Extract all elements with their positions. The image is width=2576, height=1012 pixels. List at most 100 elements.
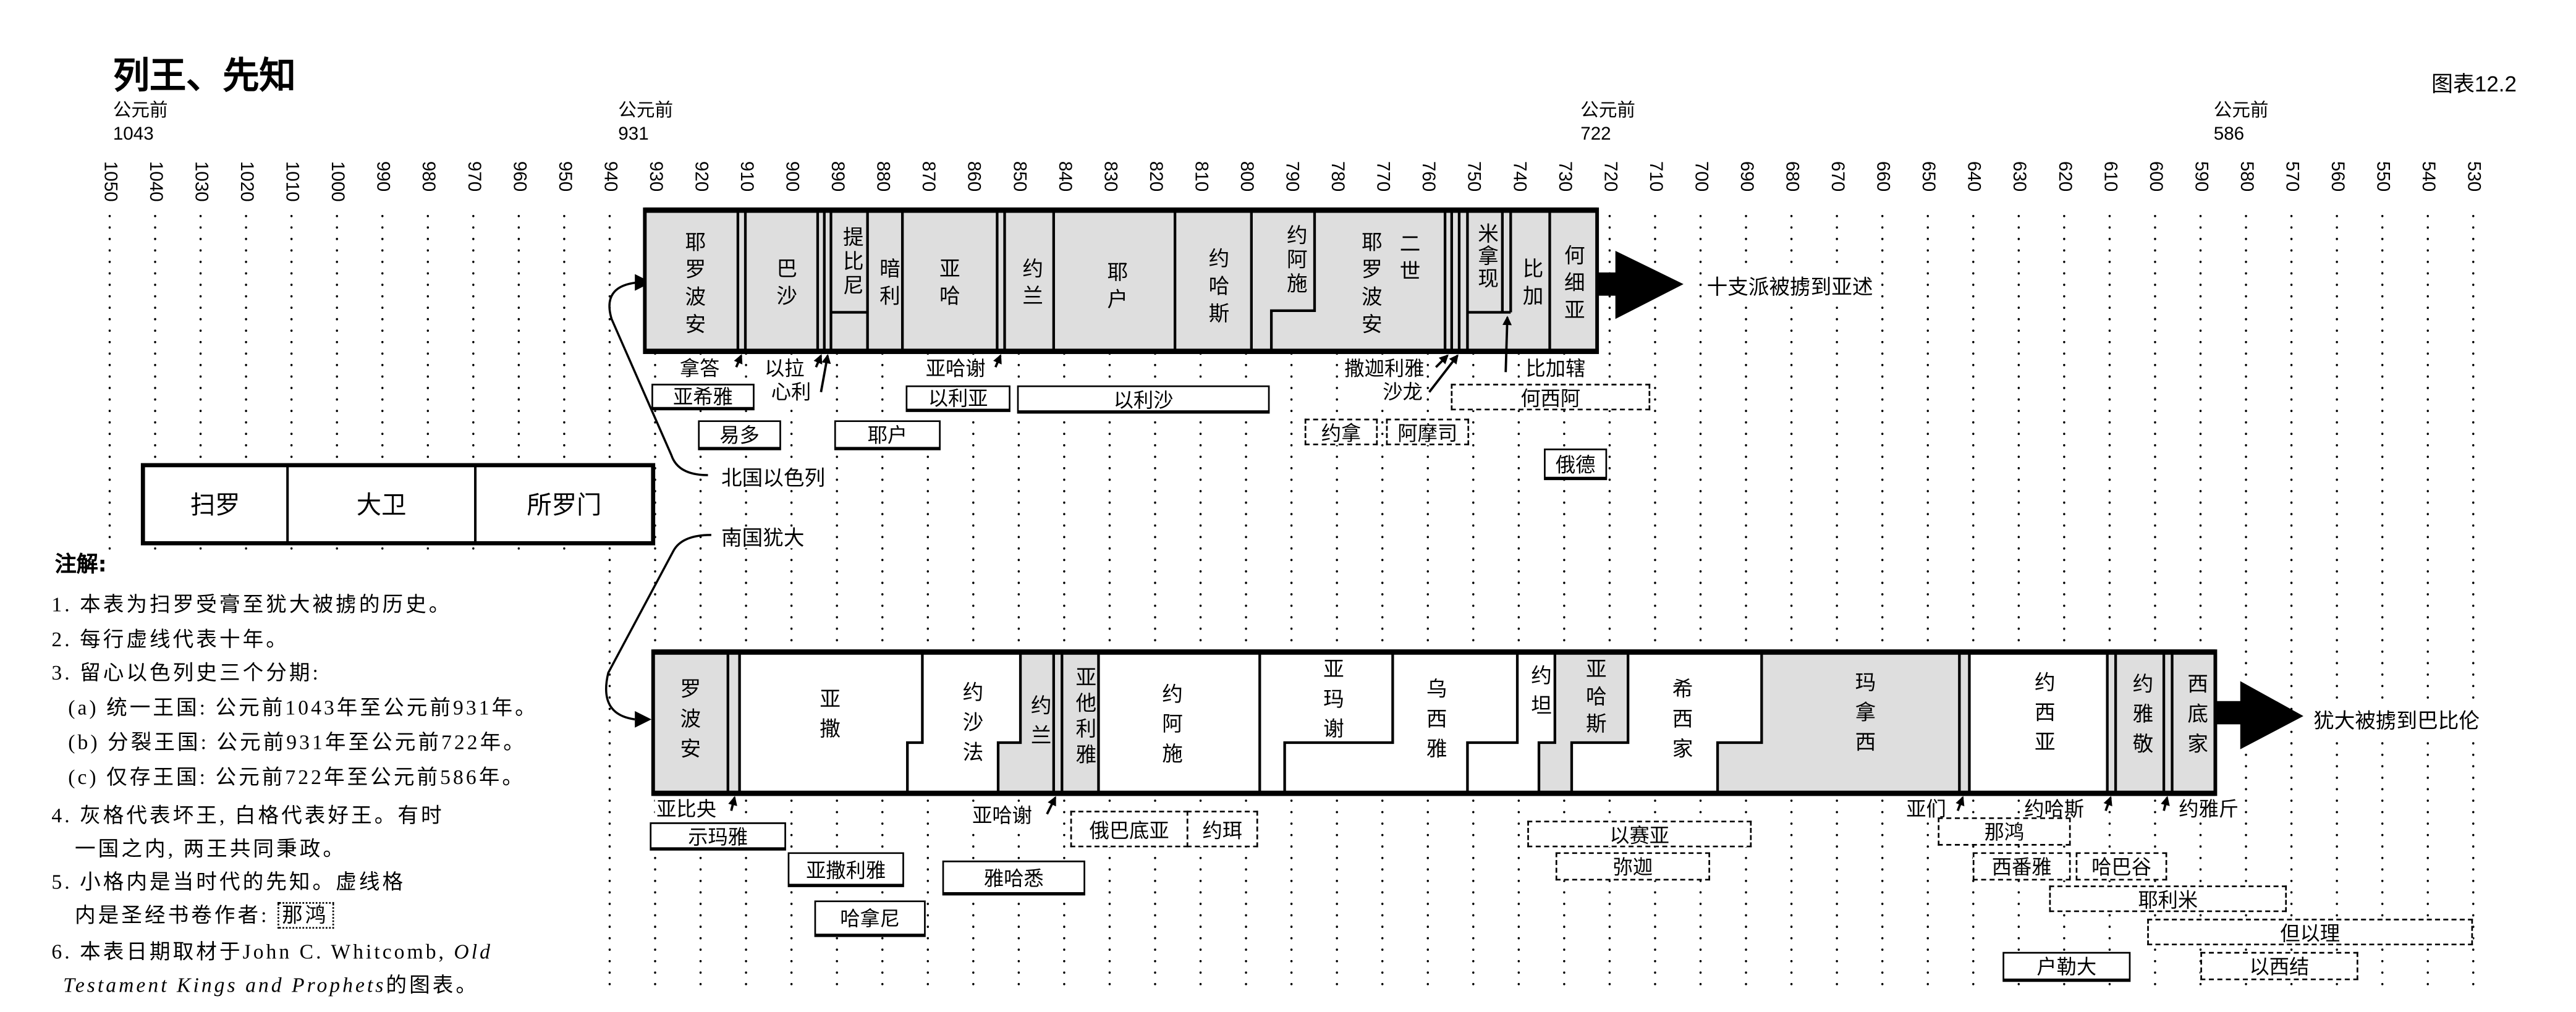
prophet-author-box: 弥迦 — [1555, 852, 1710, 881]
minor-king-jehoiachin: 约雅斤 — [2177, 798, 2240, 821]
note-3a: (a) 统一王国: 公元前1043年至公元前931年。 — [68, 696, 538, 720]
era-year: 1043 — [112, 124, 154, 145]
year-tick-label: 540 — [2418, 161, 2438, 192]
year-tick-label: 890 — [827, 161, 847, 192]
year-tick-label: 570 — [2281, 161, 2302, 192]
minor-king-nadab: 拿答 — [678, 358, 722, 381]
note-5-text: 内是圣经书卷作者: — [75, 903, 269, 927]
pointer-arrow-icon — [734, 354, 743, 368]
year-tick-label: 600 — [2145, 161, 2166, 192]
minor-king-shallum: 沙龙 — [1381, 381, 1425, 404]
note-6-text: 6. 本表日期取材于John C. Whitcomb, — [51, 940, 454, 964]
south-exile-label: 犹大被掳到巴比伦 — [2310, 702, 2483, 735]
north-king: 比加 — [1519, 257, 1544, 313]
prophet-box: 亚希雅 — [651, 384, 755, 411]
south-king: 希西家 — [1668, 678, 1694, 768]
south-king: 亚他利雅 — [1072, 666, 1097, 770]
prophet-box: 户勒大 — [2002, 951, 2131, 982]
north-king: 米拿现 — [1474, 222, 1499, 290]
prophet-author-box: 哈巴谷 — [2075, 852, 2167, 881]
north-king: 耶罗波安 — [681, 230, 706, 341]
note-1: 1. 本表为扫罗受膏至犹大被掳的历史。 — [51, 592, 452, 617]
pointer-arrow-icon — [1955, 796, 1965, 811]
pointer-arrow-icon — [1434, 354, 1449, 368]
era-label: 公元前 — [2213, 101, 2269, 122]
book-title: Old — [454, 940, 493, 964]
year-tick-label: 820 — [1145, 161, 1166, 192]
north-king: 何细亚 — [1560, 244, 1586, 327]
era-label: 公元前 — [112, 101, 168, 122]
year-tick-label: 1040 — [145, 161, 166, 202]
note-4-cont: 一国之内, 两王共同秉政。 — [75, 837, 347, 861]
year-tick-label: 750 — [1463, 161, 1483, 192]
king-david: 大卫 — [356, 490, 407, 520]
pointer-arrow-icon — [1428, 354, 1459, 393]
south-kingdom-box — [651, 649, 2218, 796]
year-tick-label: 720 — [1599, 161, 1620, 192]
south-connector-line — [605, 534, 711, 721]
north-king: 提比尼 — [839, 226, 865, 298]
south-exile-arrow-icon — [2215, 681, 2303, 749]
prophet-author-box: 阿摩司 — [1386, 418, 1470, 445]
minor-king-ahaziah: 亚哈谢 — [924, 358, 988, 381]
note-6-suffix: 的图表。 — [386, 973, 480, 997]
prophet-author-box: 以赛亚 — [1527, 820, 1752, 848]
year-tick-label: 1020 — [235, 161, 256, 202]
pointer-arrow-icon — [728, 796, 737, 811]
year-tick-label: 710 — [1645, 161, 1666, 192]
year-tick-label: 530 — [2463, 161, 2483, 192]
pointer-arrow-icon — [2161, 796, 2170, 811]
year-tick-label: 740 — [1509, 161, 1529, 192]
year-tick-label: 930 — [645, 161, 666, 192]
north-king: 亚哈 — [935, 257, 961, 313]
prophet-author-box: 但以理 — [2147, 919, 2473, 946]
north-king-suffix: 二世 — [1396, 232, 1421, 288]
south-king: 亚哈斯 — [1582, 657, 1608, 740]
year-tick-label: 790 — [1281, 161, 1302, 192]
era-label: 公元前 — [1580, 101, 1635, 122]
year-tick-label: 660 — [1872, 161, 1892, 192]
minor-king-ahaziah: 亚哈谢 — [970, 805, 1034, 828]
north-exile-arrow-icon — [1597, 251, 1684, 319]
north-king: 暗利 — [876, 257, 901, 313]
year-tick-label: 760 — [1418, 161, 1438, 192]
pointer-arrow-icon — [813, 354, 823, 368]
year-tick-label: 550 — [2372, 161, 2392, 192]
dotted-box-example: 那鸿 — [277, 902, 334, 929]
year-tick-label: 960 — [509, 161, 529, 192]
era-year: 586 — [2213, 124, 2245, 145]
prophet-author-box: 西番雅 — [1972, 852, 2071, 881]
minor-king-elah: 以拉 — [763, 358, 807, 381]
north-king: 约兰 — [1019, 257, 1044, 313]
south-king: 乌西雅 — [1422, 678, 1448, 768]
minor-king-pekahiah: 比加辖 — [1523, 358, 1588, 381]
north-king: 约阿施 — [1282, 224, 1308, 297]
notes-heading: 注解: — [54, 553, 107, 578]
note-6-cont: Testament Kings and Prophets的图表。 — [63, 967, 479, 998]
prophet-box: 哈拿尼 — [814, 900, 926, 937]
north-king: 约哈斯 — [1205, 247, 1230, 330]
pointer-arrow-icon — [1502, 316, 1512, 373]
year-tick-label: 680 — [1781, 161, 1802, 192]
prophet-box: 以利亚 — [905, 385, 1010, 412]
south-king: 约雅敬 — [2129, 673, 2154, 763]
prophet-author-box: 以西结 — [2200, 951, 2358, 980]
book-title: Testament Kings and Prophets — [63, 973, 386, 997]
year-tick-label: 590 — [2190, 161, 2211, 192]
era-year: 722 — [1580, 124, 1611, 145]
era-label: 公元前 — [618, 101, 674, 122]
year-tick-label: 770 — [1372, 161, 1392, 192]
year-tick-label: 1000 — [327, 161, 347, 202]
era-year: 931 — [618, 124, 649, 145]
north-king: 巴沙 — [773, 257, 798, 313]
year-tick-label: 1010 — [281, 161, 302, 202]
south-king: 亚撒 — [816, 688, 841, 748]
minor-king-zimri: 心利 — [769, 381, 813, 404]
south-king: 玛拿西 — [1851, 671, 1876, 761]
year-tick-label: 690 — [1735, 161, 1756, 192]
prophet-box: 亚撒利雅 — [787, 852, 904, 887]
year-tick-label: 880 — [872, 161, 892, 192]
year-tick-label: 700 — [1690, 161, 1711, 192]
chart-number: 图表12.2 — [2431, 71, 2517, 96]
